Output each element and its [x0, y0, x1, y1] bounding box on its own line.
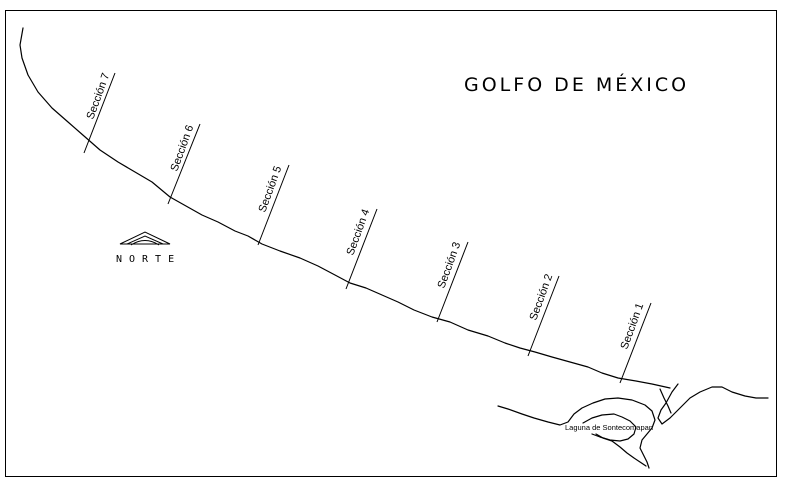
barrier-spit	[659, 388, 672, 414]
lagoon-shore-west	[497, 397, 656, 469]
north-label: NORTE	[116, 254, 181, 265]
north-arrow-icon	[119, 231, 171, 246]
section-5-line	[257, 164, 290, 246]
section-6-line	[167, 123, 201, 205]
section-4-line	[345, 208, 378, 290]
lagoon-label: Laguna de Sontecomapan	[565, 423, 653, 432]
section-7-label: Sección 7	[85, 72, 113, 122]
section-1-line	[619, 302, 652, 384]
lagoon-shore-north	[657, 383, 769, 425]
section-2-line	[527, 275, 560, 357]
gulf-title: GOLFO DE MÉXICO	[464, 73, 689, 96]
section-transects	[83, 72, 652, 384]
section-6-label: Sección 6	[169, 124, 197, 174]
section-7-line	[83, 72, 116, 154]
section-3-line	[436, 241, 469, 323]
section-5-label: Sección 5	[257, 165, 285, 215]
coastline	[19, 27, 671, 389]
lagoon-inlet	[595, 433, 647, 467]
map-frame	[5, 10, 777, 477]
